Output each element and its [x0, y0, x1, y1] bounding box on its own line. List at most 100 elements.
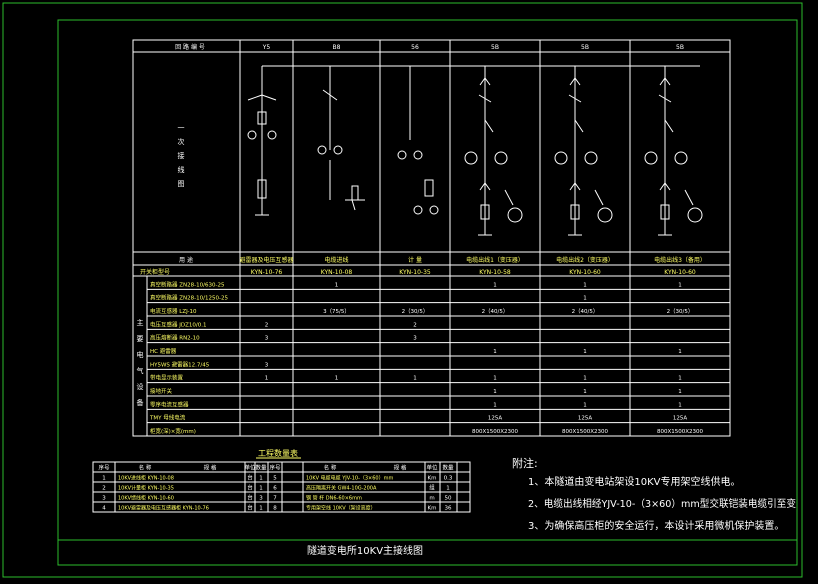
column-purpose: 电缆出线1（变压器） [466, 256, 524, 264]
drawing-title: 隧道变电所10KV主接线图 [307, 544, 423, 557]
equipment-row-label: 电压互感器 JDZ10/0.1 [150, 320, 206, 328]
single-line-schematic [247, 65, 703, 236]
equipment-row-label: 真空断路器 ZN28-10/630-25 [150, 280, 225, 288]
column-code: 5B [581, 44, 589, 51]
equipment-cell: 3（75/5） [323, 308, 350, 315]
equipment-row-label: 接地开关 [150, 387, 173, 395]
qtable-header: 规 格 [204, 464, 217, 472]
qtable-header: 名 称 [324, 464, 337, 472]
svg-text:m: m [429, 496, 434, 502]
svg-text:4: 4 [102, 506, 106, 512]
svg-text:50: 50 [445, 496, 452, 502]
svg-text:钢 管 杆 DN6-60×6mm: 钢 管 杆 DN6-60×6mm [306, 495, 362, 502]
column-purpose: 避雷器及电压互感器 [239, 256, 293, 264]
svg-text:台: 台 [247, 504, 253, 512]
equipment-cell: 1 [413, 376, 417, 382]
equipment-cell: 1 [583, 376, 587, 382]
column-cabinet: KYN-10-76 [251, 269, 283, 276]
svg-text:1: 1 [259, 506, 263, 512]
note-item: 1、本隧道由变电站架设10KV专用架空线供电。 [528, 475, 741, 488]
equipment-cell: 2（30/5） [667, 308, 694, 315]
quantity-table-title: 工程数量表 [258, 448, 298, 458]
equipment-row-label: TMY 母线电流 [149, 414, 186, 422]
svg-text:Km: Km [428, 476, 437, 482]
equipment-cell: 1 [678, 282, 682, 288]
equipment-cell: 1 [493, 376, 497, 382]
equipment-row-label: 带电显示装置 [150, 374, 184, 382]
equipment-cell: 3 [265, 362, 269, 368]
note-item: 2、电缆出线相经YJV-10-（3×60）mm型交联铠装电缆引至变 [528, 497, 796, 510]
svg-text:组: 组 [429, 484, 435, 492]
svg-text:36: 36 [445, 506, 452, 512]
equipment-cell: 1 [583, 296, 587, 302]
equipment-cell: 1 [678, 389, 682, 395]
equipment-cell: 1 [678, 376, 682, 382]
equipment-cell: 2（30/5） [402, 308, 429, 315]
svg-text:台: 台 [247, 494, 253, 502]
column-cabinet: KYN-10-58 [479, 269, 511, 276]
qtable-header: 名 称 [139, 464, 152, 472]
equipment-cell: 1 [493, 389, 497, 395]
qtable-header: 单位 [244, 464, 256, 472]
svg-text:备: 备 [137, 398, 144, 407]
equipment-cell: 1 [678, 349, 682, 355]
svg-text:8: 8 [273, 506, 277, 512]
svg-text:高压隔离开关 GW4-10G-200A: 高压隔离开关 GW4-10G-200A [306, 485, 377, 492]
equipment-cell: 2 [413, 322, 417, 328]
svg-text:Km: Km [428, 506, 437, 512]
qtable-header: 规 格 [394, 464, 407, 472]
panel-grid [132, 39, 731, 437]
svg-text:10KV进线柜 KYN-10-08: 10KV进线柜 KYN-10-08 [118, 475, 174, 482]
svg-text:1: 1 [102, 476, 106, 482]
column-cabinet: KYN-10-08 [321, 269, 353, 276]
equipment-row-label: HY5WS 避雷器12.7/45 [150, 360, 210, 368]
cabinet-label: 开关柜型号 [140, 268, 170, 276]
svg-text:10KV 电缆电缆 YJV-10-（3×60）mm: 10KV 电缆电缆 YJV-10-（3×60）mm [306, 475, 393, 482]
svg-text:0.3: 0.3 [444, 476, 453, 482]
svg-text:2: 2 [102, 486, 106, 492]
svg-text:10KV避雷器及电压互感器柜 KYN-10-76: 10KV避雷器及电压互感器柜 KYN-10-76 [118, 505, 209, 512]
equipment-cell: 1 [583, 389, 587, 395]
column-code: Y5 [262, 44, 271, 51]
svg-text:电: 电 [137, 350, 144, 359]
qtable-header: 数量 [442, 464, 454, 472]
column-code: B8 [333, 44, 341, 51]
column-cabinet: KYN-10-60 [569, 269, 601, 276]
column-code: 5B [491, 44, 499, 51]
svg-text:7: 7 [273, 496, 277, 502]
svg-text:1: 1 [259, 486, 263, 492]
equipment-row-label: 真空断路器 ZN28-10/1250-25 [150, 294, 228, 302]
svg-text:1: 1 [446, 486, 450, 492]
qtable-header: 序号 [98, 464, 110, 472]
note-item: 3、为确保高压柜的安全运行，本设计采用微机保护装置。 [528, 519, 784, 532]
svg-text:气: 气 [137, 366, 144, 375]
equipment-cell: 1 [583, 282, 587, 288]
column-code: 56 [411, 44, 419, 51]
header-label: 回 路 编 号 [175, 43, 205, 51]
column-purpose: 电缆出线3（备用） [654, 256, 706, 264]
outer-frame [2, 2, 803, 578]
notes-heading: 附注: [512, 456, 538, 470]
equipment-row-label: 柜宽(深)×宽(mm) [150, 427, 196, 435]
svg-text:台: 台 [247, 484, 253, 492]
equipment-cell: 1 [265, 376, 269, 382]
column-cabinet: KYN-10-60 [664, 269, 696, 276]
svg-text:专用架空线 10KV（架设高度）: 专用架空线 10KV（架设高度） [306, 505, 376, 512]
svg-text:1: 1 [259, 476, 263, 482]
equipment-cell: 1 [493, 402, 497, 408]
equipment-row-label: 零序电流互感器 [150, 400, 189, 408]
equipment-row-label: 高压熔断器 RN2-10 [150, 334, 200, 342]
equipment-cell: 1 [583, 349, 587, 355]
equipment-cell: 800X1500X2300 [562, 429, 609, 435]
svg-text:5: 5 [273, 476, 277, 482]
column-cabinet: KYN-10-35 [399, 269, 431, 276]
column-purpose: 电缆出线2（变压器） [556, 256, 614, 264]
inner-frame [57, 19, 798, 566]
svg-text:6: 6 [273, 486, 277, 492]
equipment-cell: 1 [583, 402, 587, 408]
svg-text:设: 设 [137, 382, 144, 391]
notes-list: 1、本隧道由变电站架设10KV专用架空线供电。 2、电缆出线相经YJV-10-（3… [528, 475, 796, 532]
column-purpose: 电缆进线 [324, 256, 348, 264]
